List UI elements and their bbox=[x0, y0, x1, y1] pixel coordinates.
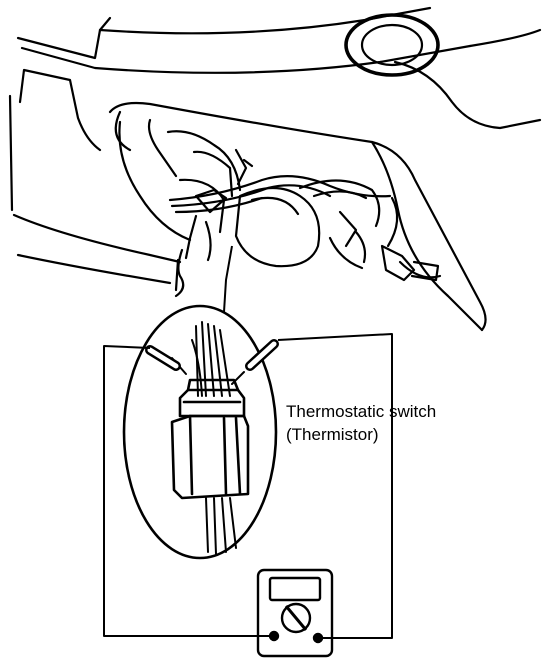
multimeter-jack-right bbox=[312, 632, 324, 644]
right-test-probe bbox=[231, 339, 279, 385]
multimeter-body bbox=[256, 568, 334, 658]
connector-wires-top bbox=[191, 321, 231, 397]
multimeter-jack-left bbox=[268, 630, 280, 642]
meter-test-leads bbox=[103, 333, 393, 639]
thermostatic-switch-label: Thermostatic switch (Thermistor) bbox=[286, 400, 436, 446]
magnifier-outline bbox=[122, 304, 278, 560]
label-line-1: Thermostatic switch bbox=[286, 402, 437, 421]
magnified-connector-view bbox=[122, 304, 279, 560]
connector-upper-half bbox=[178, 378, 246, 418]
left-test-probe bbox=[145, 345, 187, 375]
connector-wires-bottom bbox=[205, 497, 237, 555]
connector-lower-half bbox=[170, 414, 250, 500]
multimeter-display bbox=[268, 576, 322, 602]
label-line-2: (Thermistor) bbox=[286, 425, 379, 444]
multimeter-dial-pointer bbox=[284, 605, 308, 631]
multimeter bbox=[256, 568, 334, 658]
multimeter-dial bbox=[280, 602, 312, 634]
leader-line bbox=[223, 245, 233, 313]
dashboard-illustration bbox=[8, 6, 542, 332]
